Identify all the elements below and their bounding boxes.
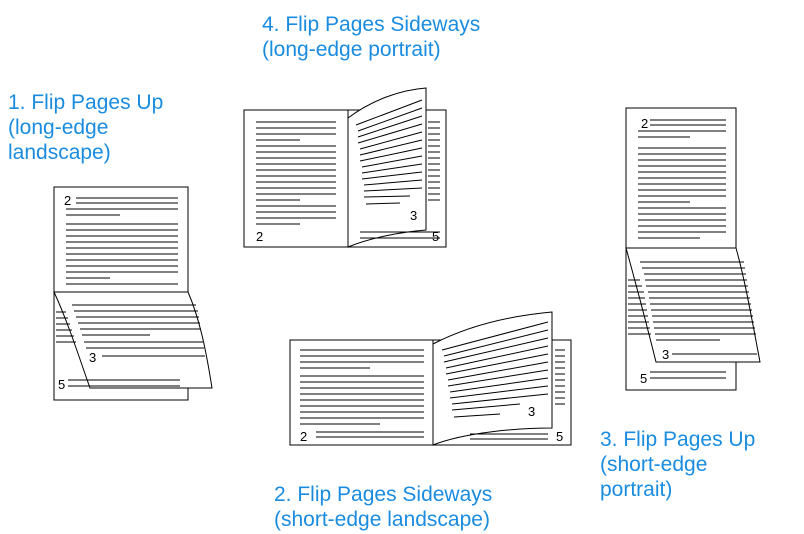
page-number: 2 bbox=[641, 116, 648, 131]
illustration-flip-sideways-long-edge-portrait bbox=[244, 88, 446, 247]
page-left bbox=[244, 110, 348, 247]
page-number: 5 bbox=[432, 229, 439, 244]
illustration-flip-sideways-short-edge-landscape bbox=[290, 312, 571, 445]
illustration-flip-up-long-edge-landscape bbox=[54, 187, 212, 400]
page-number: 3 bbox=[662, 347, 669, 362]
turning-page bbox=[348, 88, 426, 247]
page-number: 3 bbox=[528, 404, 535, 419]
page-number: 2 bbox=[300, 429, 307, 444]
page-number: 5 bbox=[640, 371, 647, 386]
page-number: 2 bbox=[256, 229, 263, 244]
page-number: 3 bbox=[410, 208, 417, 223]
page-number: 2 bbox=[64, 193, 71, 208]
illustration-flip-up-short-edge-portrait bbox=[626, 108, 760, 390]
page-number: 5 bbox=[556, 429, 563, 444]
page-number: 3 bbox=[89, 350, 96, 365]
page-number: 5 bbox=[58, 377, 65, 392]
